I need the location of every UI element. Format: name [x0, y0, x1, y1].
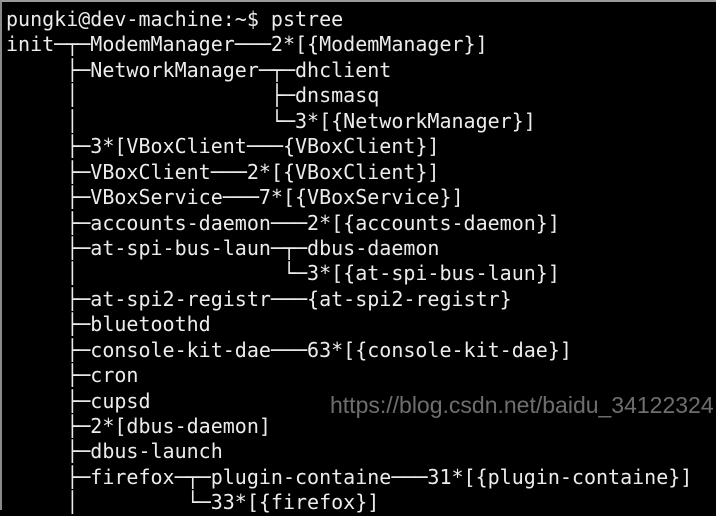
tree-line: │ └─3*[{NetworkManager}] — [6, 108, 536, 133]
tree-line: ├─dbus-launch — [6, 439, 223, 464]
tree-line: ├─VBoxClient───2*[{VBoxClient}] — [6, 159, 440, 184]
tree-line: │ ├─dnsmasq — [6, 83, 380, 108]
tree-line: ├─at-spi2-registr───{at-spi2-registr} — [6, 286, 512, 311]
tree-line: │ └─33*[{firefox}] — [6, 490, 380, 515]
tree-line: ├─VBoxService───7*[{VBoxService}] — [6, 185, 464, 210]
tree-line: ├─firefox─┬─plugin-containe───31*[{plugi… — [6, 464, 693, 489]
tree-line: ├─cupsd — [6, 388, 151, 413]
command-prompt: pungki@dev-machine:~$ pstree — [6, 7, 344, 31]
tree-line: ├─3*[VBoxClient───{VBoxClient}] — [6, 134, 440, 159]
tree-line: ├─cron — [6, 363, 139, 388]
tree-line: ├─at-spi-bus-laun─┬─dbus-daemon — [6, 235, 440, 260]
watermark: https://blog.csdn.net/baidu_34122324 — [330, 392, 714, 418]
tree-line: │ └─3*[{at-spi-bus-laun}] — [6, 261, 560, 286]
tree-line: ├─2*[dbus-daemon] — [6, 414, 271, 438]
tree-line: init─┬─ModemManager───2*[{ModemManager}] — [6, 32, 488, 57]
tree-line: ├─accounts-daemon───2*[{accounts-daemon}… — [6, 210, 560, 235]
tree-line: ├─bluetoothd — [6, 312, 211, 337]
tree-line: ├─NetworkManager─┬─dhclient — [6, 57, 392, 82]
tree-line: ├─console-kit-dae───63*[{console-kit-dae… — [6, 337, 572, 362]
